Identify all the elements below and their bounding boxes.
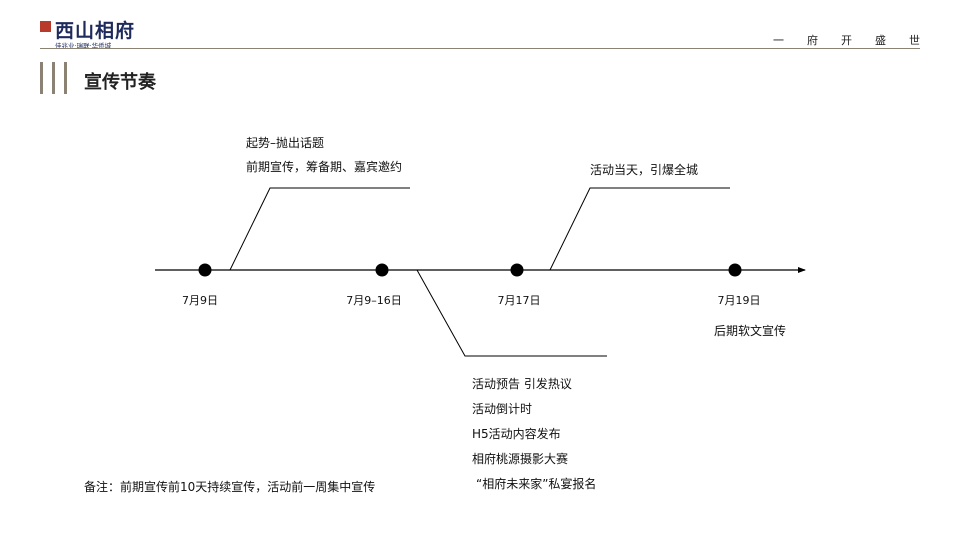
callout-line-2 <box>549 187 730 271</box>
date-label-2: 7月9–16日 <box>346 294 402 307</box>
timeline-node-1 <box>198 263 212 277</box>
phase2-item-3: H5活动内容发布 <box>472 427 561 441</box>
timeline-node-2 <box>375 263 389 277</box>
phase2-item-2: 活动倒计时 <box>472 402 533 416</box>
footnote: 备注：前期宣传前10天持续宣传，活动前一周集中宣传 <box>84 480 376 494</box>
phase4-label: 后期软文宣传 <box>714 324 787 338</box>
phase2-item-1: 活动预告 引发热议 <box>472 377 572 391</box>
phase2-item-4: 相府桃源摄影大赛 <box>472 452 569 466</box>
logo-seal-icon <box>40 21 51 32</box>
date-label-3: 7月17日 <box>497 294 541 307</box>
title-bars-icon <box>40 62 70 94</box>
date-label-4: 7月19日 <box>717 294 761 307</box>
phase2-item-5: “相府未来家”私宴报名 <box>476 477 597 491</box>
brand-logo: 西山相府 佳兆业·瑞联·华侨城 <box>40 18 150 50</box>
header-slogan: 一府开盛世 <box>773 34 943 47</box>
phase1-label: 起势–抛出话题 <box>246 136 325 150</box>
callout-line-1 <box>229 187 410 271</box>
timeline-node-4 <box>728 263 742 277</box>
page-title: 宣传节奏 <box>84 72 156 93</box>
callout-line-3 <box>416 269 607 357</box>
logo-text: 西山相府 <box>55 20 136 42</box>
header-divider <box>40 48 920 49</box>
phase1-detail: 前期宣传，筹备期、嘉宾邀约 <box>246 160 403 174</box>
timeline-node-3 <box>510 263 524 277</box>
phase3-label: 活动当天，引爆全城 <box>590 163 699 177</box>
logo-subtext: 佳兆业·瑞联·华侨城 <box>55 42 112 50</box>
date-label-1: 7月9日 <box>182 294 218 307</box>
